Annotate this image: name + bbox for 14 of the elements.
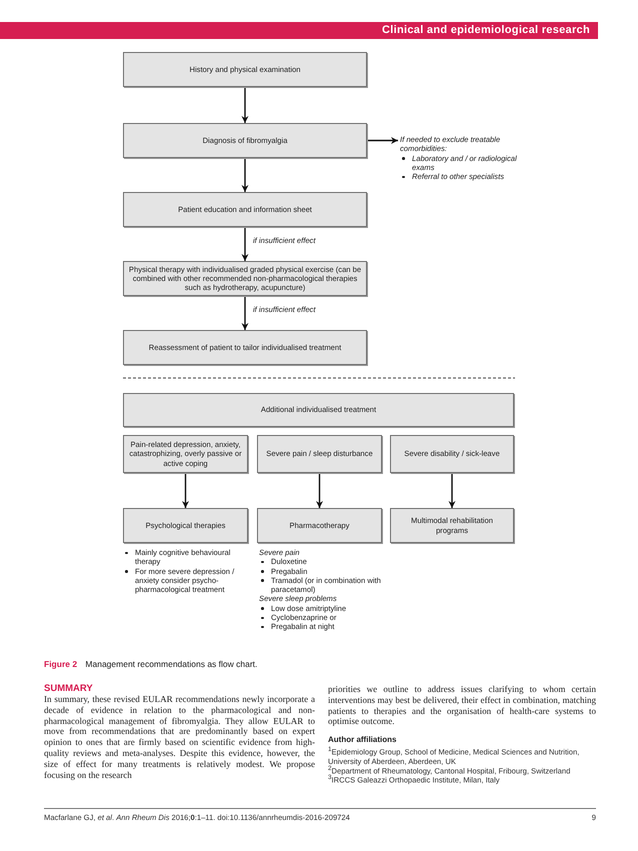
paragraph: priorities we outline to address issues clarifying to whom certain interventions may best be delivered, their effect in combination, matching patients to therapies and the organisation of health-care systems to optimise outcome.	[328, 684, 596, 728]
subheading: Author affiliations	[328, 735, 398, 744]
arrow	[367, 137, 398, 144]
arrow	[182, 473, 189, 508]
arrow	[242, 158, 248, 192]
paragraph: In summary, these revised EULAR recommendations newly incorporate a decade of evidence in relation to the pharmacological and non-pharmacological management of fibromyalgia. They allow EULAR to move from recommendations that are predominantly based on expert opinion to ones that are firmly based on scientific evidence from high-quality reviews and meta-analyses. Despite this evidence, however, the size of effect for many treatments is relatively modest. We propose focusing on the research	[44, 694, 315, 780]
figure-caption: Figure 2 Management recommendations as flow chart.	[44, 659, 258, 669]
arrow	[316, 473, 323, 508]
arrow	[242, 296, 248, 330]
section-banner: Clinical and epidemiological research	[0, 22, 598, 39]
arrow	[242, 227, 248, 261]
arrow	[242, 87, 248, 123]
arrow	[448, 473, 456, 508]
section-heading: SUMMARY	[44, 683, 94, 694]
